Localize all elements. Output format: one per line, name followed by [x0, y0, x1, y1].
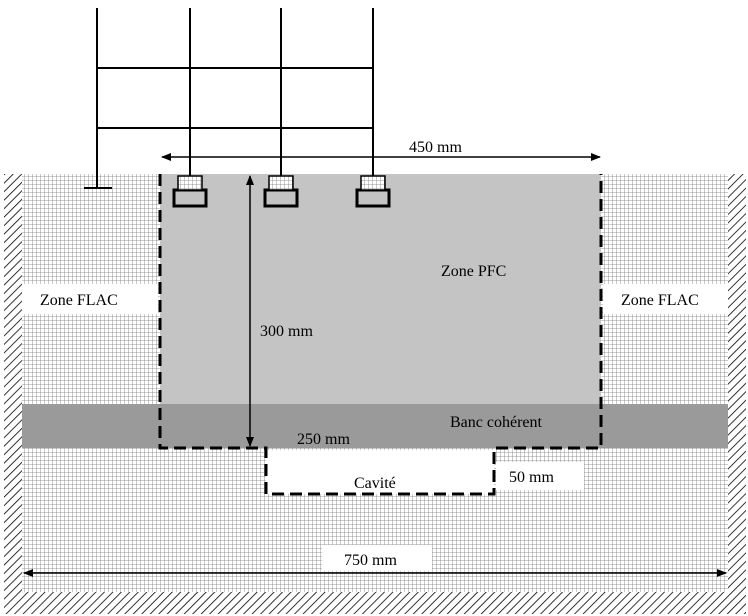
cavity: [266, 450, 494, 494]
label-bg-flac-left: [22, 284, 158, 314]
label-cavite: Cavité: [354, 475, 396, 492]
foundation-2: [263, 175, 299, 208]
pfc-bank-region: [160, 404, 601, 448]
label-bg-750: [322, 545, 432, 571]
label-zone-flac-left: Zone FLAC: [40, 292, 118, 309]
pfc-zone: [160, 174, 601, 404]
label-bg-50: [496, 462, 584, 490]
label-450mm: 450 mm: [409, 139, 462, 156]
floor-hatch: [4, 592, 746, 614]
label-50mm: 50 mm: [509, 469, 554, 486]
label-750mm: 750 mm: [344, 552, 397, 569]
pfc-dashed-boundary: [158, 174, 603, 496]
label-300mm: 300 mm: [260, 323, 313, 340]
label-bg-flac-right: [603, 284, 728, 314]
foundation-1: [172, 175, 208, 208]
label-zone-flac-right: Zone FLAC: [621, 292, 699, 309]
left-wall-hatch: [4, 174, 22, 612]
building-frame: [84, 8, 374, 190]
right-wall-hatch: [728, 174, 746, 612]
foundation-3: [355, 175, 391, 208]
label-banc-coherent: Banc cohérent: [450, 414, 543, 431]
label-zone-pfc: Zone PFC: [441, 263, 506, 280]
label-250mm: 250 mm: [297, 431, 350, 448]
